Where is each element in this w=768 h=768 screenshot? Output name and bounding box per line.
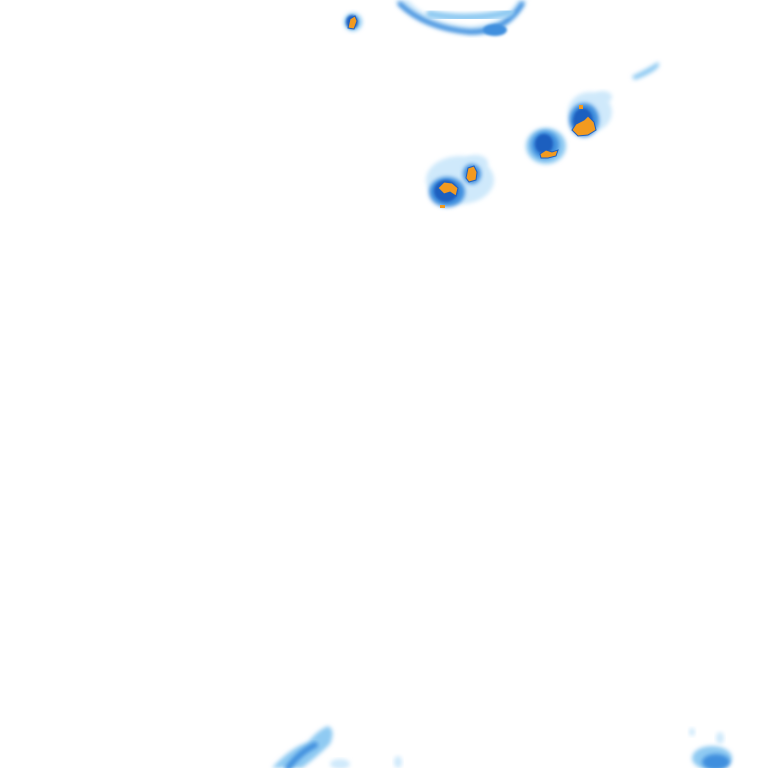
bottom-left-band	[272, 726, 402, 768]
top-arc-band	[395, 0, 527, 36]
east-cell	[526, 128, 566, 164]
northeast-cell	[568, 91, 612, 137]
central-cell	[426, 155, 494, 208]
top-left-cell	[344, 13, 362, 31]
upper-right-streak	[632, 62, 660, 80]
bottom-right-band	[689, 728, 732, 768]
